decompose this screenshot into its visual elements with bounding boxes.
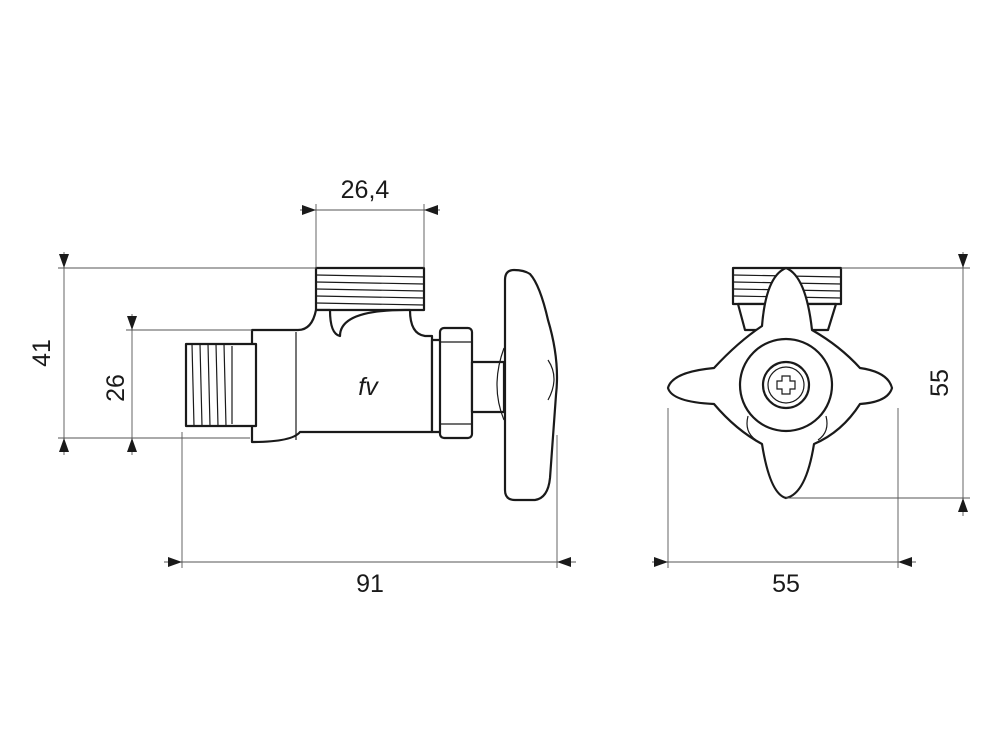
dimension-inlet-height: 26 xyxy=(102,314,252,455)
svg-text:55: 55 xyxy=(772,570,800,598)
dimension-outlet-width: 26,4 xyxy=(300,176,440,268)
front-view xyxy=(666,266,894,500)
dimension-body-height: 41 xyxy=(28,252,316,455)
svg-text:91: 91 xyxy=(356,570,384,598)
svg-text:26,4: 26,4 xyxy=(341,176,390,204)
screw-head xyxy=(761,360,811,410)
left-thread-inlet xyxy=(184,342,258,428)
valve-body xyxy=(250,308,434,444)
dimension-handle-height: 55 xyxy=(786,252,970,516)
dimension-handle-width: 55 xyxy=(652,408,916,598)
svg-text:55: 55 xyxy=(926,369,954,397)
handle-side-profile xyxy=(503,268,559,502)
side-view: fv xyxy=(184,266,559,502)
packing-nut xyxy=(430,326,474,440)
phillips-screw-icon xyxy=(776,375,796,395)
svg-text:26: 26 xyxy=(102,374,130,402)
svg-text:41: 41 xyxy=(28,339,56,367)
dimension-total-length: 91 xyxy=(164,432,576,598)
brand-logo: fv xyxy=(358,373,379,401)
top-thread-outlet xyxy=(314,266,426,312)
